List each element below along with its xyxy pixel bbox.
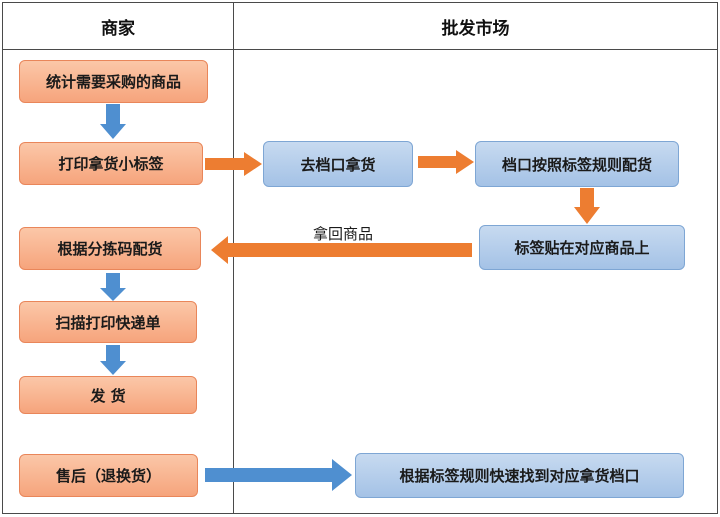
down-arrow-sort-to-scan <box>100 273 126 301</box>
return-goods-label: 拿回商品 <box>313 225 374 243</box>
right-arrow-visit-to-stall <box>418 150 474 174</box>
outer-border-right <box>717 2 718 514</box>
step-attach-labels: 标签贴在对应商品上 <box>479 225 685 270</box>
step-print-pickup-labels: 打印拿货小标签 <box>19 142 203 185</box>
right-arrow-aftersales-to-lookup <box>205 459 352 491</box>
outer-border-left <box>2 2 3 514</box>
down-arrow-scan-to-ship <box>100 345 126 375</box>
step-stall-picks-by-label: 档口按照标签规则配货 <box>475 141 679 187</box>
down-arrow-stall-to-label <box>574 188 600 224</box>
step-visit-stall: 去档口拿货 <box>263 141 413 187</box>
market-column-header: 批发市场 <box>441 18 510 39</box>
merchant-column-header: 商家 <box>101 18 135 39</box>
outer-border-bottom <box>2 513 718 514</box>
outer-border-top <box>2 2 718 3</box>
step-ship: 发 货 <box>19 376 197 414</box>
right-arrow-print-to-visit <box>205 152 262 176</box>
down-arrow-count-to-print <box>100 104 126 139</box>
step-count-purchase-items: 统计需要采购的商品 <box>19 60 208 103</box>
header-divider <box>2 49 718 50</box>
step-scan-print-waybill: 扫描打印快递单 <box>19 301 197 343</box>
column-divider <box>233 2 234 514</box>
left-arrow-return-goods <box>211 236 472 264</box>
step-after-sales: 售后（退换货） <box>19 454 198 497</box>
step-sort-by-code: 根据分拣码配货 <box>19 227 201 270</box>
step-locate-stall-by-label: 根据标签规则快速找到对应拿货档口 <box>355 453 684 498</box>
